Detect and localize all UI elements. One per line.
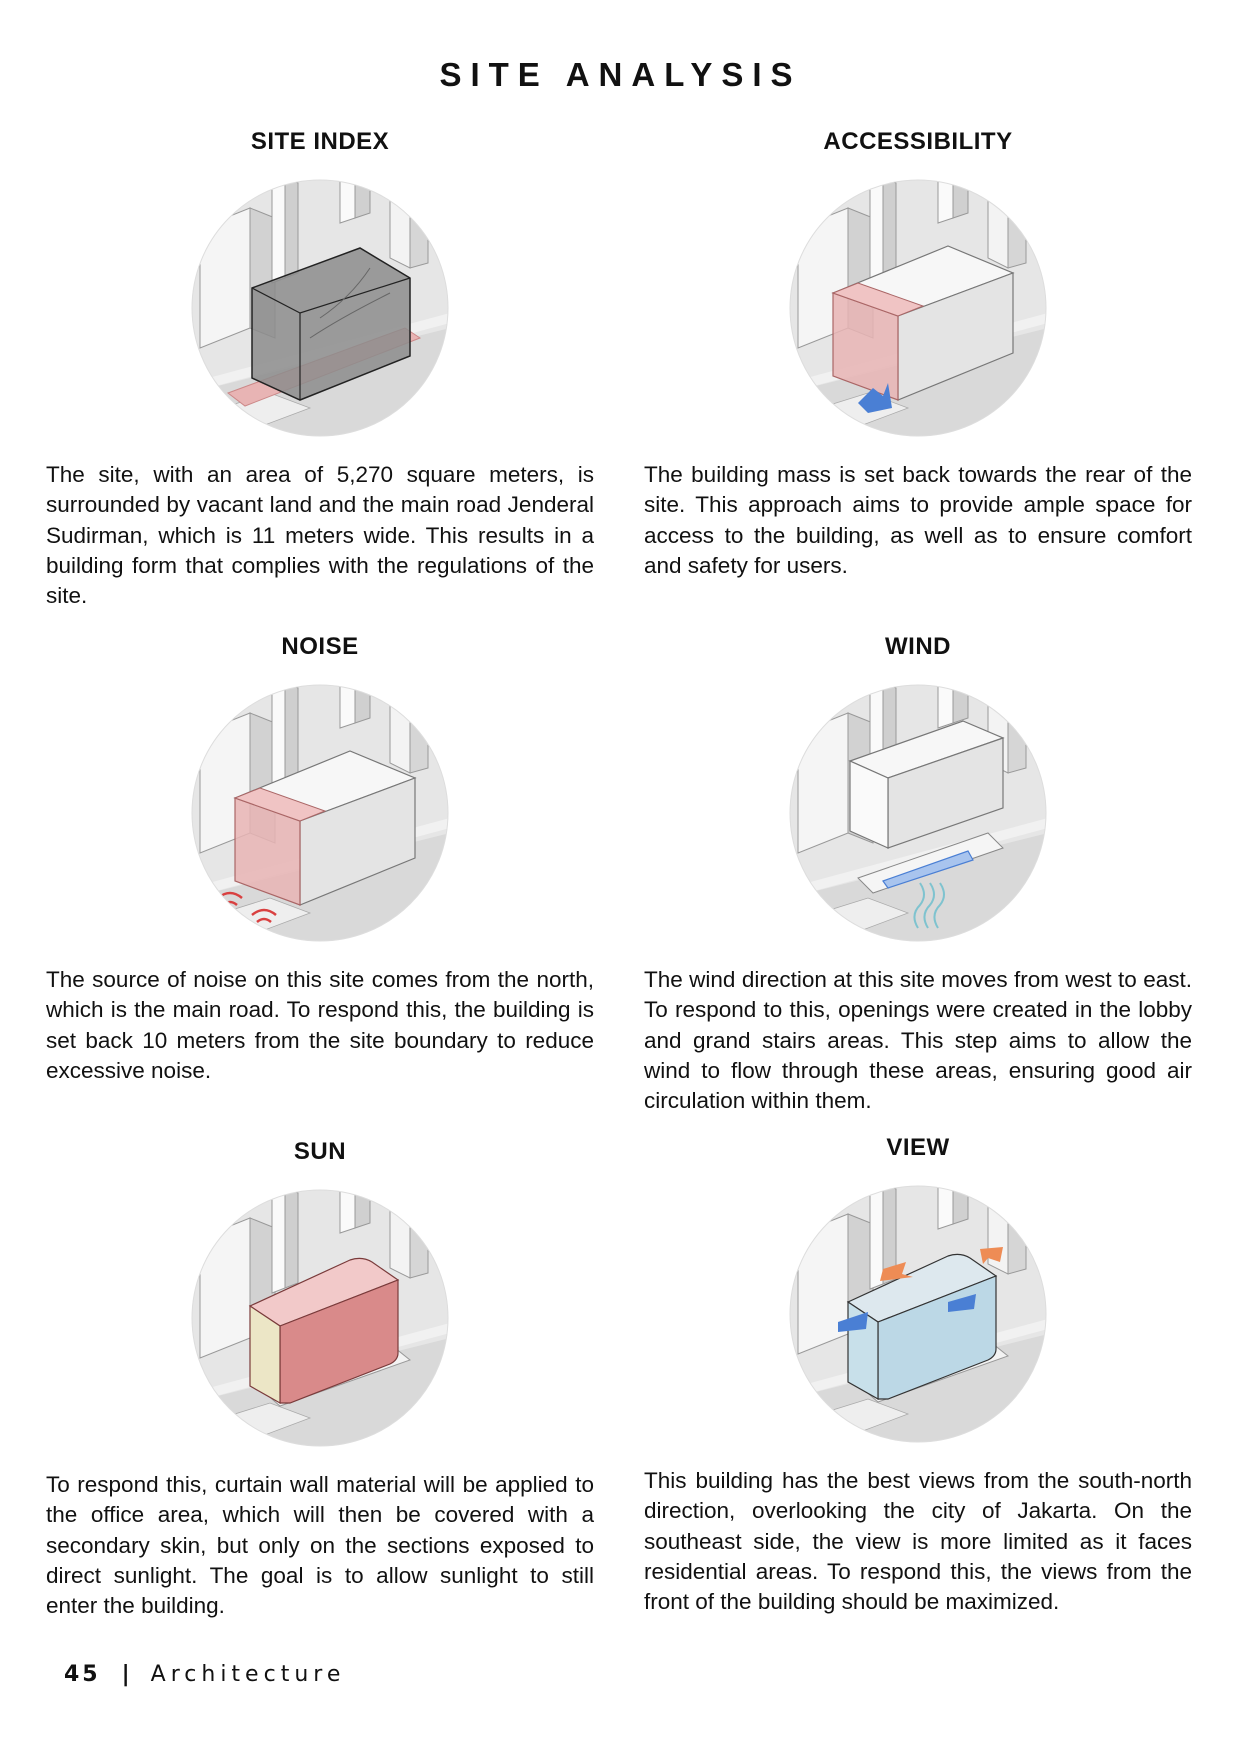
section-sun: SUN To respond this, curtain wall materi… [46,1138,594,1621]
section-body: To respond this, curtain wall material w… [46,1472,594,1619]
page-number: 45 [64,1662,101,1687]
footer-label: Architecture [150,1662,346,1687]
section-heading: ACCESSIBILITY [823,128,1013,155]
view-arrow-icon [980,1247,1003,1264]
view-arrow-icon [838,1312,868,1332]
section-accessibility: ACCESSIBILITY The building mass is set b… [644,128,1192,581]
sun-diagram [191,1189,449,1447]
section-heading: SITE INDEX [250,128,390,155]
section-body: The building mass is set back towards th… [644,462,1192,578]
section-wind: WIND The wind direction at this site mov… [644,633,1192,1116]
view-arrow-icon [948,1294,976,1312]
section-heading: NOISE [281,633,359,660]
wind-icon [913,882,945,929]
site-index-diagram [191,179,449,437]
section-body: This building has the best views from th… [644,1468,1192,1615]
section-view: VIEW This building has the best views fr… [644,1134,1192,1617]
accessibility-diagram [789,179,1047,437]
view-diagram [789,1185,1047,1443]
section-noise: NOISE The source of noise on this site c… [46,633,594,1086]
noise-diagram [191,684,449,942]
section-body: The source of noise on this site comes f… [46,967,594,1083]
wind-diagram [789,684,1047,942]
section-heading: SUN [293,1138,347,1165]
section-heading: VIEW [886,1134,950,1161]
view-arrow-icon [880,1262,913,1281]
section-site-index: SITE INDEX The site, with an area of 5,2… [46,128,594,611]
page-title: SITE ANALYSIS [439,56,802,93]
section-heading: WIND [885,633,951,660]
section-body: The site, with an area of 5,270 square m… [46,462,594,609]
footer-separator: | [121,1662,130,1687]
page-footer: 45 | Architecture [64,1662,345,1687]
section-body: The wind direction at this site moves fr… [644,967,1192,1114]
